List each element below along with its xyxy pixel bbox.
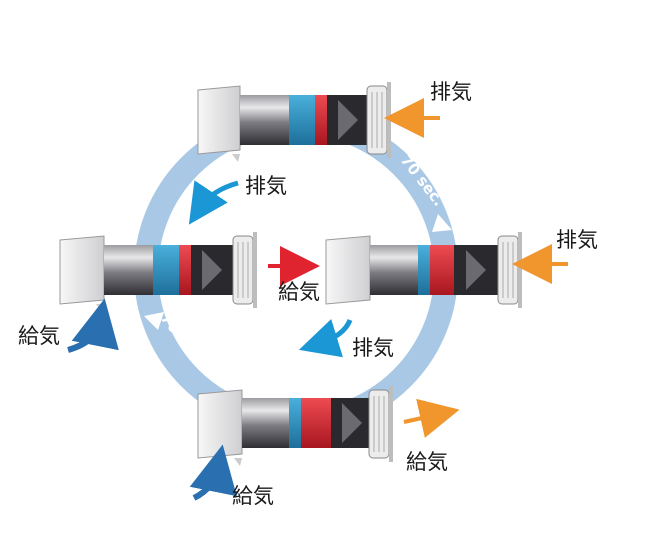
ceramic-blue bbox=[289, 398, 301, 448]
supply-in-arrow-bottom bbox=[189, 444, 237, 501]
outer-hood bbox=[59, 235, 105, 305]
ring-direction-triangle-left bbox=[144, 312, 164, 330]
label-bottom-supply-out: 給気 bbox=[406, 450, 448, 474]
ceramic-blue bbox=[418, 245, 430, 295]
wall-plate bbox=[387, 82, 391, 158]
fan-blade bbox=[338, 100, 358, 140]
fan-blade bbox=[202, 250, 222, 290]
outer-hood bbox=[197, 389, 243, 459]
wall-plate bbox=[518, 232, 522, 308]
inner-exhaust-arrow-top bbox=[188, 180, 239, 225]
ceramic-blue bbox=[289, 95, 315, 145]
supply-out-arrow-bottom bbox=[403, 398, 460, 438]
label-top-inner-exhaust: 排気 bbox=[245, 174, 287, 198]
label-bottom-supply-in: 給気 bbox=[232, 484, 274, 508]
ceramic-red bbox=[301, 398, 331, 448]
wall-plate bbox=[389, 386, 393, 462]
outer-hood bbox=[197, 85, 241, 155]
supply-in-arrow-left bbox=[67, 298, 119, 353]
ceramic-blue bbox=[153, 245, 179, 295]
ceramic-red bbox=[430, 245, 454, 295]
ceramic-red bbox=[315, 95, 327, 145]
label-right-exhaust-in: 排気 bbox=[556, 228, 598, 252]
duct-unit-bottom bbox=[197, 386, 393, 466]
fan-blade bbox=[466, 250, 486, 290]
fan-blade bbox=[342, 403, 362, 443]
inner-exhaust-arrow-right bbox=[298, 318, 353, 358]
label-left-supply-out: 給気 bbox=[278, 280, 320, 304]
ring-direction-triangle-right bbox=[432, 214, 452, 232]
outer-hood bbox=[325, 235, 371, 305]
duct-unit-left bbox=[59, 232, 257, 312]
duct-unit-right bbox=[325, 232, 522, 308]
label-left-supply-in: 給気 bbox=[18, 324, 60, 348]
label-top-exhaust: 排気 bbox=[430, 80, 472, 104]
label-right-inner-exhaust: 排気 bbox=[352, 336, 394, 360]
ceramic-red bbox=[179, 245, 191, 295]
wall-plate bbox=[253, 232, 257, 308]
